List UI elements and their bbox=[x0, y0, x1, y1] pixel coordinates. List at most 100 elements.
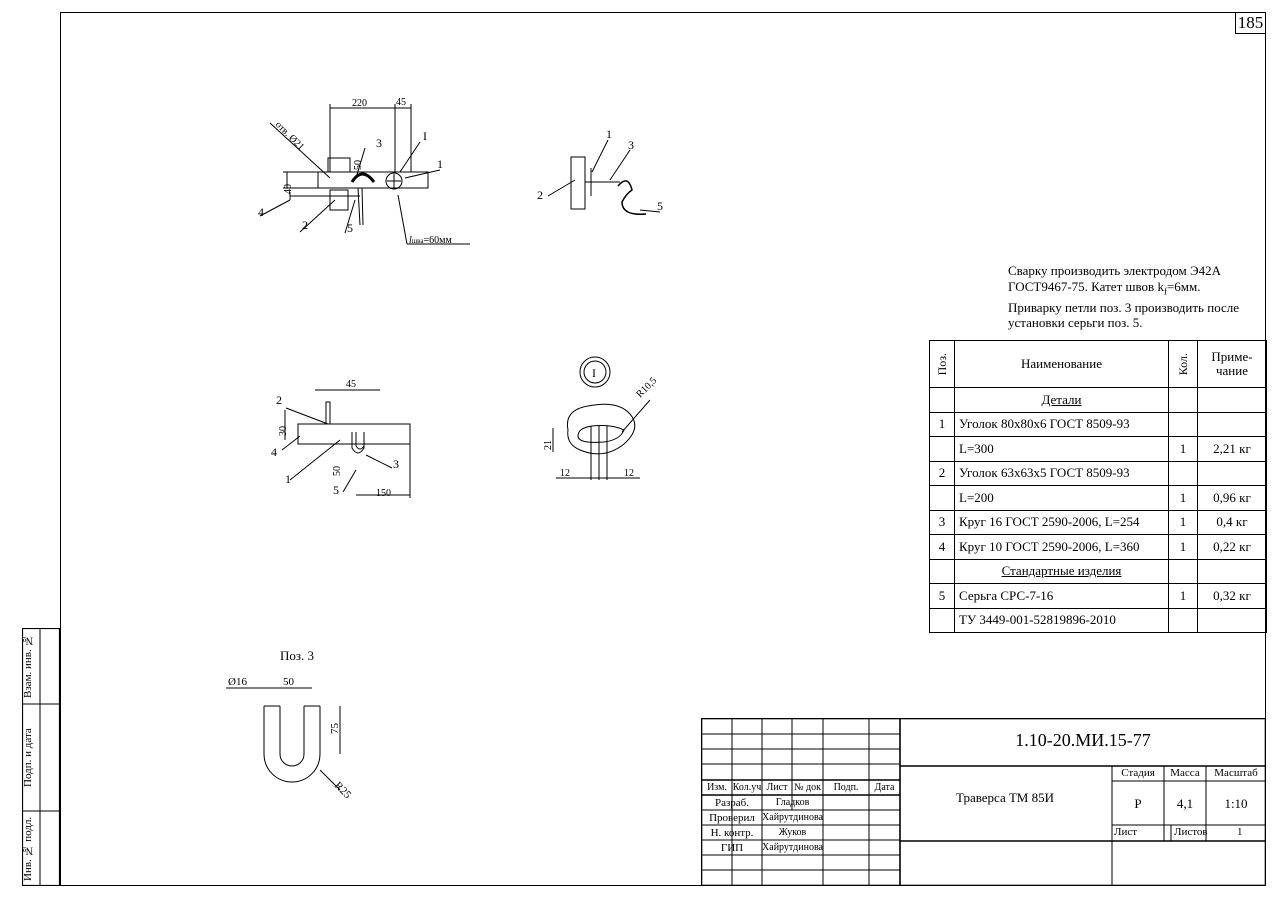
dim-50-top: 50 bbox=[353, 160, 364, 170]
document-title: Траверса ТМ 85И bbox=[956, 790, 1054, 805]
detail-mark: I bbox=[592, 366, 596, 380]
spec-section-row: Детали bbox=[929, 387, 1267, 413]
svg-text:lшва=60мм: lшва=60мм bbox=[409, 235, 452, 246]
part3-labels: Поз. 3 Ø16 50 75 R25 bbox=[228, 648, 354, 801]
part3-dim-50: 50 bbox=[283, 676, 295, 688]
role-norm-control: Н. контр. bbox=[710, 827, 754, 839]
sheets-label: Листов bbox=[1174, 826, 1208, 838]
col-list: Лист bbox=[766, 782, 788, 793]
note-line-4: установки серьги поз. 5. bbox=[1008, 315, 1143, 331]
side-stamp-frame bbox=[21, 627, 61, 887]
stage-value: Р bbox=[1134, 796, 1142, 811]
part3-radius: R25 bbox=[332, 780, 354, 802]
v3-pos-2: 2 bbox=[276, 393, 282, 407]
title-block-grid bbox=[701, 718, 1266, 886]
hole-label: отв. Ø21 bbox=[273, 119, 306, 152]
dim-220: 220 bbox=[352, 98, 367, 109]
v2-pos-3: 3 bbox=[628, 138, 634, 152]
v1-pos-5: 5 bbox=[347, 221, 353, 235]
spec-header-qty: Кол. bbox=[1175, 352, 1190, 376]
v3-dim-50: 50 bbox=[332, 466, 343, 476]
v3-dim-150: 150 bbox=[376, 488, 391, 499]
v1-pos-2: 2 bbox=[302, 218, 308, 232]
col-izm: Изм. bbox=[707, 782, 727, 793]
v1-pos-3: 3 bbox=[376, 136, 382, 150]
detail-dim-12b: 12 bbox=[624, 468, 634, 479]
col-podp: Подп. bbox=[833, 782, 859, 793]
detail-dim-12a: 12 bbox=[560, 468, 570, 479]
page-number: 185 bbox=[1235, 12, 1266, 34]
detail-dim-21: 21 bbox=[543, 440, 554, 450]
role-checker: Проверил bbox=[709, 812, 755, 824]
title-block: 1.10-20.МИ.15-77 Траверса ТМ 85И Стадия … bbox=[701, 718, 1266, 886]
name-developer: Гладков bbox=[775, 797, 810, 808]
col-data: Дата bbox=[874, 782, 895, 793]
note-line-1: Сварку производить электродом Э42А bbox=[1008, 263, 1221, 278]
weld-label-sub: шва bbox=[412, 237, 425, 245]
view-top-labels: 45 30 50 150 2 4 1 5 3 bbox=[271, 379, 399, 499]
spec-header-name: Наименование bbox=[954, 340, 1169, 388]
v1-pos-1: 1 bbox=[437, 157, 443, 171]
v3-dim-45: 45 bbox=[346, 379, 356, 390]
view-top bbox=[281, 389, 411, 498]
mass-value: 4,1 bbox=[1176, 796, 1194, 811]
v3-pos-3: 3 bbox=[393, 457, 399, 471]
detail-radius: R10,5 bbox=[634, 375, 659, 400]
drawing-views: 220 45 50 40 отв. Ø21 I 1 3 4 2 5 lшва=6… bbox=[226, 97, 663, 801]
view-side bbox=[547, 139, 661, 215]
spec-header-row: Поз. Наименование Кол. Приме- чание bbox=[929, 340, 1267, 388]
weld-value: =60мм bbox=[424, 235, 453, 246]
name-chief-engineer: Хайрутдинова bbox=[762, 842, 823, 853]
sheets-value: 1 bbox=[1237, 826, 1243, 838]
role-developer: Разраб. bbox=[714, 797, 750, 809]
technical-notes: Сварку производить электродом Э42А ГОСТ9… bbox=[1008, 263, 1268, 331]
view-side-labels: 1 2 3 5 bbox=[537, 127, 663, 213]
view-front bbox=[259, 104, 470, 245]
part3-dim-75: 75 bbox=[329, 723, 341, 735]
part3-dia: Ø16 bbox=[228, 676, 247, 688]
v2-pos-5: 5 bbox=[657, 199, 663, 213]
v2-pos-2: 2 bbox=[537, 188, 543, 202]
sheet-label: Лист bbox=[1114, 826, 1138, 838]
detail-view bbox=[552, 356, 651, 480]
spec-header-pos: Поз. bbox=[934, 352, 949, 376]
col-ndok: № док bbox=[794, 782, 821, 793]
col-kolych: Кол.уч bbox=[732, 782, 762, 793]
dim-40: 40 bbox=[283, 184, 294, 194]
v3-pos-4: 4 bbox=[271, 445, 277, 459]
spec-section-standard: Стандартные изделия bbox=[1001, 563, 1122, 579]
v3-pos-5: 5 bbox=[333, 483, 339, 497]
mass-label: Масса bbox=[1170, 767, 1200, 779]
weld-label: l bbox=[409, 235, 412, 246]
role-chief-engineer: ГИП bbox=[720, 842, 744, 854]
table-row: ТУ 3449-001-52819896-2010 bbox=[929, 607, 1267, 633]
part3-view bbox=[226, 687, 341, 791]
stage-label: Стадия bbox=[1121, 767, 1155, 779]
document-code: 1.10-20.МИ.15-77 bbox=[1015, 730, 1151, 750]
detail-labels: I R10,5 21 12 12 bbox=[543, 366, 659, 479]
spec-section-row: Стандартные изделия bbox=[929, 558, 1267, 584]
note-line-2: ГОСТ9467-75. Катет швов kf=6мм. bbox=[1008, 278, 1201, 297]
specification-table: Поз. Наименование Кол. Приме- чание Дета… bbox=[929, 340, 1267, 633]
v3-pos-1: 1 bbox=[285, 472, 291, 486]
dim-45-top: 45 bbox=[396, 97, 406, 108]
scale-value: 1:10 bbox=[1224, 796, 1248, 811]
spec-header-note: Приме- чание bbox=[1197, 340, 1267, 388]
name-norm-control: Жуков bbox=[778, 827, 807, 838]
scale-label: Масштаб bbox=[1214, 767, 1258, 779]
v1-pos-4: 4 bbox=[258, 205, 264, 219]
name-checker: Хайрутдинова bbox=[762, 812, 823, 823]
note-line-3: Приварку петли поз. 3 производить после bbox=[1008, 299, 1240, 315]
v3-dim-30: 30 bbox=[278, 426, 289, 436]
detail-mark-I: I bbox=[423, 129, 427, 143]
side-stamp: Взам. инв. № Подп. и дата Инв. № подл. bbox=[21, 627, 61, 887]
spec-section-details: Детали bbox=[1041, 391, 1082, 407]
part3-title: Поз. 3 bbox=[280, 648, 314, 663]
